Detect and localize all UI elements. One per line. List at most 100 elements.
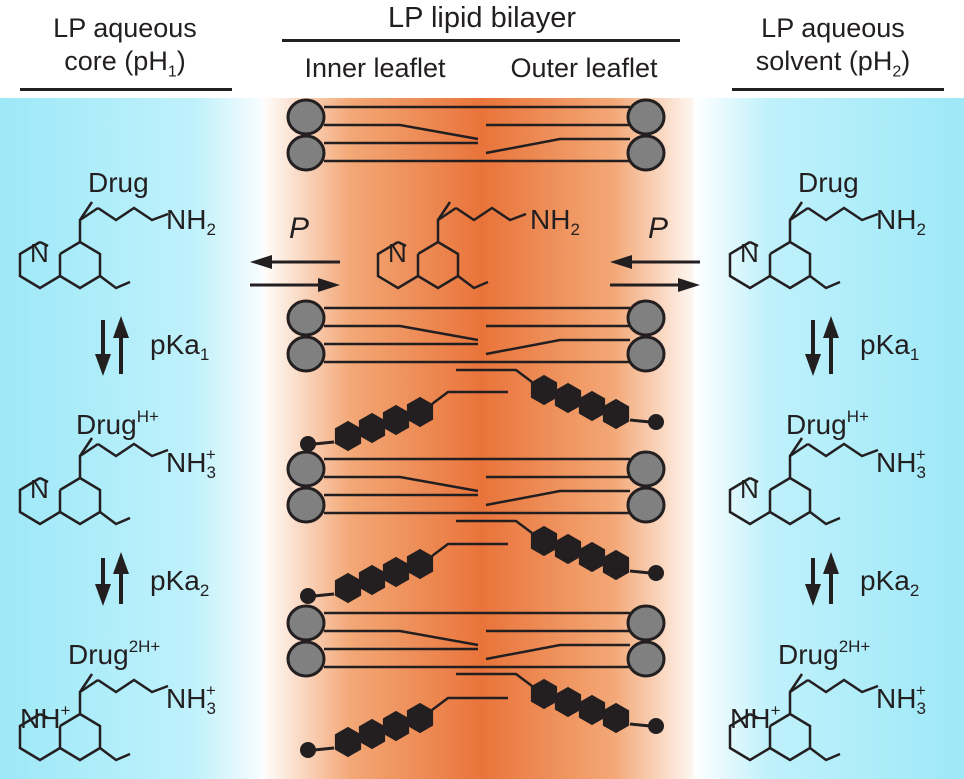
solvent-header-rule: [732, 88, 944, 91]
ring-n-label-left: N: [30, 238, 49, 268]
sterol-ring: [554, 686, 582, 718]
sterol-ring: [578, 541, 606, 573]
sterol-ring: [578, 694, 606, 726]
sterol-ring: [334, 420, 362, 452]
drug-bond: [436, 201, 452, 221]
lipid-head-outer: [626, 450, 666, 488]
drug-h-label-left: DrugH+: [76, 407, 159, 440]
drug-bond: [809, 275, 841, 290]
sterol-tail: [431, 542, 508, 557]
drug-bond: [807, 206, 879, 222]
aqueous-solvent-region: [694, 98, 964, 779]
sterol-oh-bond: [629, 569, 651, 575]
core-header: LP aqueous core (pH1): [20, 12, 230, 88]
lipid-head-outer: [626, 335, 666, 373]
sterol-5: [456, 672, 664, 734]
solvent-header-line1: LP aqueous: [761, 13, 905, 43]
bilayer-region: [262, 98, 702, 779]
drug-h-label-right: DrugH+: [786, 407, 869, 440]
drug-bond: [769, 712, 812, 762]
drug-bond: [417, 240, 460, 290]
sterol-ring: [334, 726, 362, 758]
drug-bond: [769, 476, 812, 526]
lipid-pair-3: [286, 604, 666, 678]
sterol-ring: [530, 525, 558, 557]
sterol-tail: [456, 519, 533, 534]
lipid-head-inner: [286, 450, 326, 488]
lipid-head-outer: [626, 640, 666, 678]
ring-n-label-right: N: [740, 238, 759, 268]
sterol-hydroxyl: [648, 565, 664, 581]
drug-bond: [749, 240, 759, 248]
sterol-oh-bond: [313, 440, 335, 446]
drug-bond: [455, 206, 527, 222]
drug-label-left: Drug: [88, 167, 149, 198]
drug-bond: [749, 476, 759, 484]
sterol-molecules: [300, 368, 664, 758]
drug-bond: [397, 240, 407, 248]
lipid-tail: [485, 489, 630, 507]
sterol-ring: [578, 390, 606, 422]
drug-structure-0: [18, 201, 169, 290]
sterol-ring: [406, 396, 434, 428]
solvent-header-line2: solvent (pH2): [755, 46, 911, 81]
sterol-tail: [431, 696, 508, 711]
drug-bond: [78, 437, 94, 457]
nh2-label-right: NH2: [876, 204, 926, 240]
sterol-tail: [431, 390, 508, 405]
drug-structure-5: [18, 673, 169, 762]
pka1-label-left: pKa1: [150, 329, 210, 365]
pka2-label-right: pKa2: [860, 565, 920, 601]
ring-n-label-middle: N: [388, 238, 407, 268]
permeability-label-right: P: [648, 212, 669, 245]
drug-bond: [376, 240, 419, 290]
sterol-hydroxyl: [300, 436, 316, 452]
lipid-head-inner: [286, 335, 326, 373]
ring-n-label-left-2: N: [30, 474, 49, 504]
drug-bond: [788, 673, 804, 693]
inner-leaflet-label: Inner leaflet: [304, 53, 446, 83]
sterol-ring: [602, 398, 630, 430]
sterol-hydroxyl: [648, 718, 664, 734]
drug-bond: [18, 712, 61, 762]
drug-bond: [728, 712, 771, 762]
sterol-hydroxyl: [300, 588, 316, 604]
drug-bond: [99, 747, 131, 762]
sterol-0: [300, 390, 508, 452]
lipid-head-outer: [626, 486, 666, 524]
sterol-ring: [406, 702, 434, 734]
sterol-ring: [554, 533, 582, 565]
lipid-tail: [324, 324, 479, 342]
lipid-pair-2: [286, 450, 666, 524]
drug-structure-4: [728, 437, 879, 526]
drug-label-right: Drug: [798, 167, 859, 198]
drug-2h-label-right: Drug2H+: [778, 637, 871, 670]
drug-bond: [78, 673, 94, 693]
outer-leaflet-label: Outer leaflet: [510, 53, 658, 83]
nh3-label-right-2: NH3+: [876, 681, 926, 718]
drug-bond: [78, 201, 94, 221]
sterol-hydroxyl: [300, 742, 316, 758]
sterol-ring: [406, 548, 434, 580]
sterol-ring: [382, 710, 410, 742]
lipid-head-inner: [286, 604, 326, 642]
drug-bond: [97, 442, 169, 458]
drug-bond: [39, 712, 49, 720]
lipid-head-outer: [626, 299, 666, 337]
drug-bond: [788, 437, 804, 457]
drug-bond: [97, 678, 169, 694]
sterol-ring: [530, 374, 558, 406]
nh2-label-middle: NH2: [530, 204, 580, 240]
lipid-head-inner: [286, 98, 326, 136]
lipid-pair-0: [286, 98, 666, 172]
nh2-label-left: NH2: [166, 204, 216, 240]
sterol-oh-bond: [313, 592, 335, 598]
drug-bond: [788, 201, 804, 221]
drug-bond: [59, 712, 102, 762]
sterol-4: [300, 696, 508, 758]
permeation-arrows: [250, 255, 700, 292]
sterol-ring: [382, 404, 410, 436]
lipid-head-outer: [626, 98, 666, 136]
equilibrium-arrows: [95, 316, 839, 606]
